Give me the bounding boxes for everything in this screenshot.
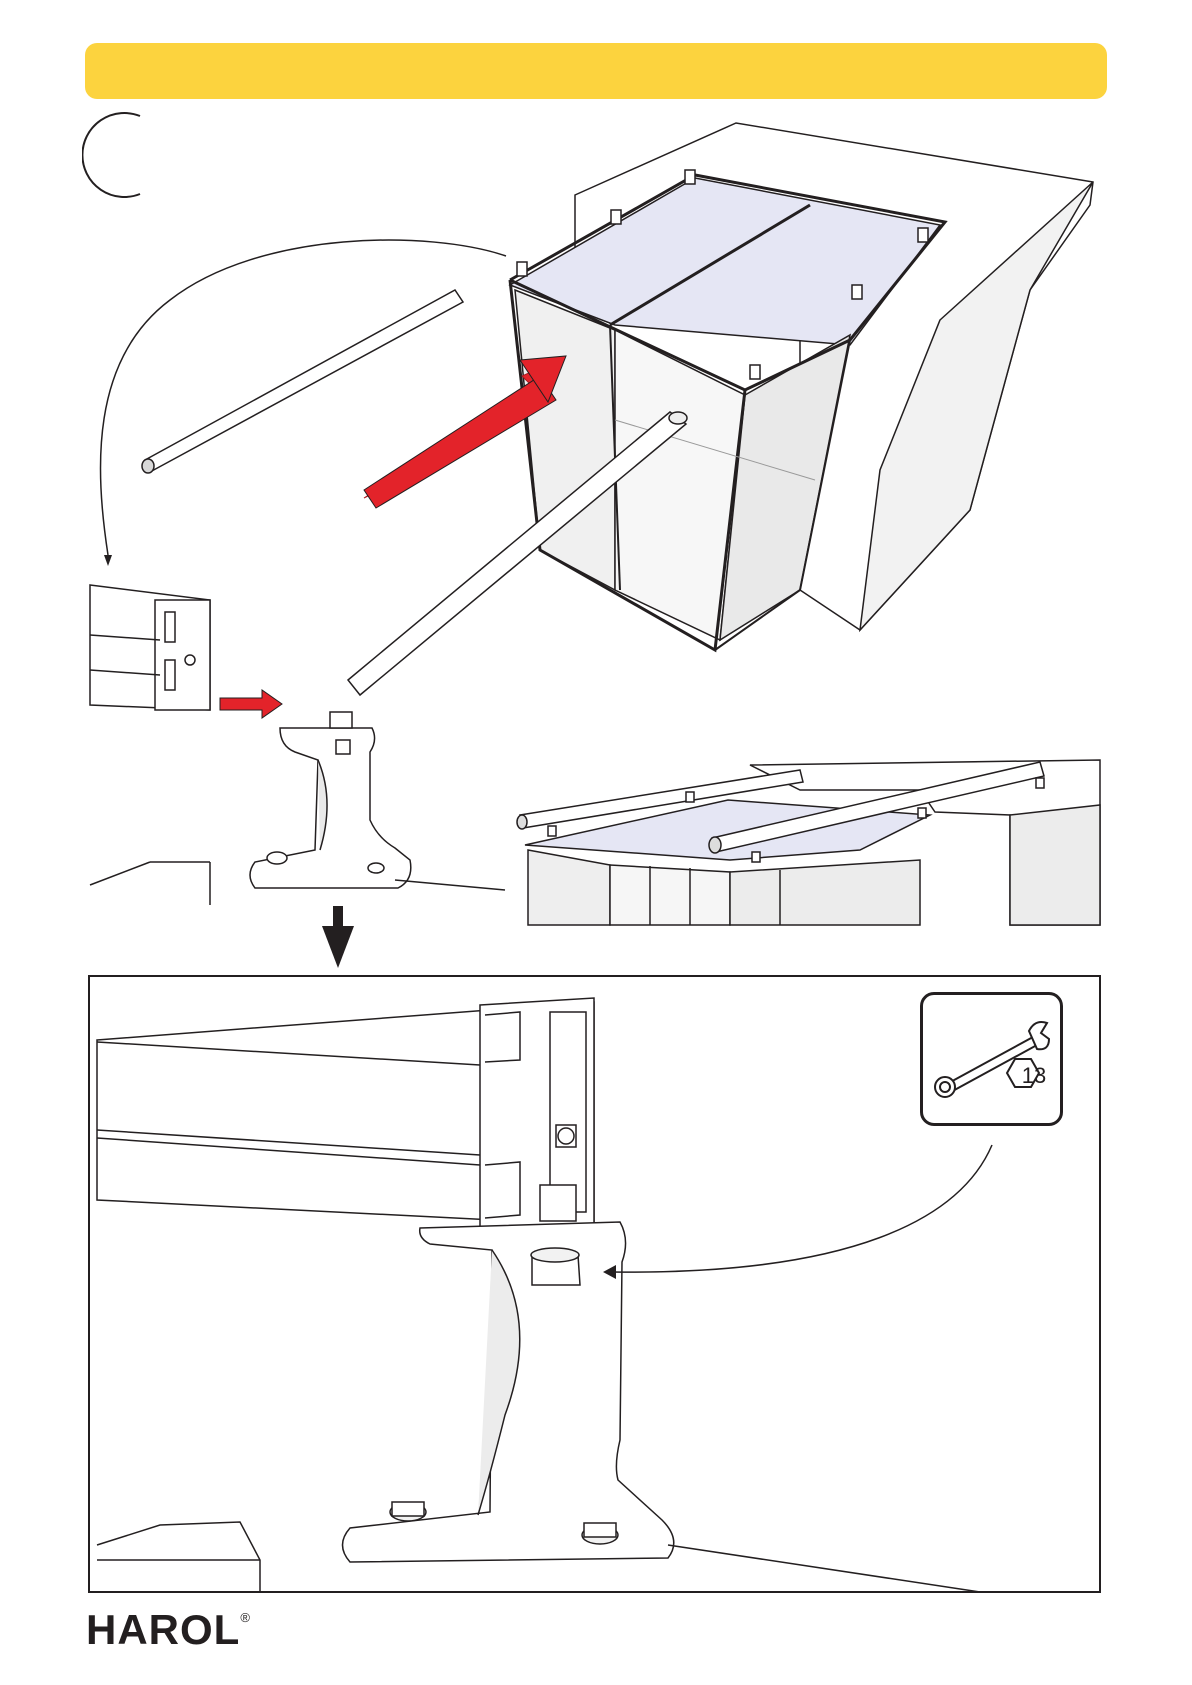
profile-small xyxy=(90,585,210,710)
curved-pointer-arrow xyxy=(101,240,506,555)
wrench-size-label: 13 xyxy=(1012,1063,1056,1089)
red-arrow-small xyxy=(220,690,282,718)
loose-rail xyxy=(142,290,463,473)
brand-logo: HAROL® xyxy=(86,1609,251,1651)
down-arrow xyxy=(322,906,354,968)
registered-mark: ® xyxy=(240,1610,251,1625)
tool-badge xyxy=(920,992,1063,1126)
brand-name: HAROL xyxy=(86,1606,240,1653)
assembled-rails-view xyxy=(517,760,1100,925)
combination-wrench-icon xyxy=(923,995,1060,1123)
bracket-small xyxy=(90,712,505,905)
